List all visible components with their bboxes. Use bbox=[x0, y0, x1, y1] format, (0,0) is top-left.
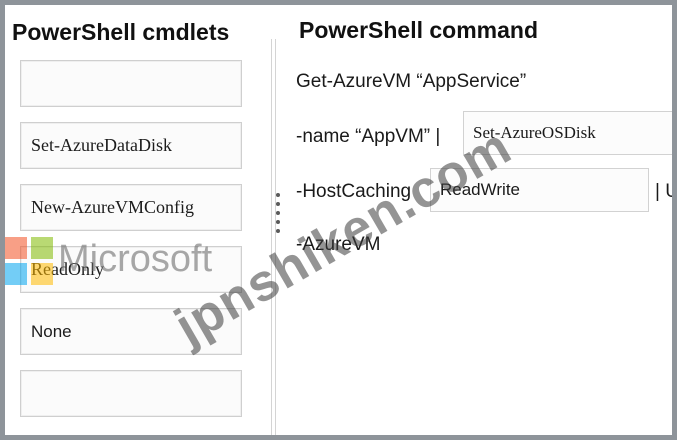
exam-panel: PowerShell cmdlets PowerShell command Se… bbox=[5, 5, 672, 435]
command-line-2-prefix: -name “AppVM” | bbox=[296, 126, 441, 147]
command-line-3-suffix: | U bbox=[655, 181, 672, 202]
command-heading: PowerShell command bbox=[299, 17, 539, 43]
panel-divider bbox=[271, 39, 276, 435]
answer-slot-2[interactable]: ReadWrite bbox=[430, 168, 649, 212]
drag-handle-icon[interactable] bbox=[275, 193, 281, 233]
cmdlet-tile-new-azurevmconfig[interactable]: New-AzureVMConfig bbox=[20, 184, 242, 231]
cmdlet-tile-set-azuredatadisk[interactable]: Set-AzureDataDisk bbox=[20, 122, 242, 169]
microsoft-logo-icon bbox=[5, 237, 53, 285]
cmdlet-tile-empty-2[interactable] bbox=[20, 370, 242, 417]
cmdlets-heading: PowerShell cmdlets bbox=[12, 19, 230, 45]
cmdlet-tile-empty-1[interactable] bbox=[20, 60, 242, 107]
cmdlet-tile-readonly[interactable]: ReadOnly bbox=[20, 246, 242, 293]
cmdlet-tile-none[interactable]: None bbox=[20, 308, 242, 355]
command-line-1: Get-AzureVM “AppService” bbox=[296, 71, 527, 92]
answer-slot-1[interactable]: Set-AzureOSDisk bbox=[463, 111, 672, 155]
command-line-3-prefix: -HostCaching bbox=[296, 181, 412, 202]
command-line-4: -AzureVM bbox=[296, 234, 381, 255]
